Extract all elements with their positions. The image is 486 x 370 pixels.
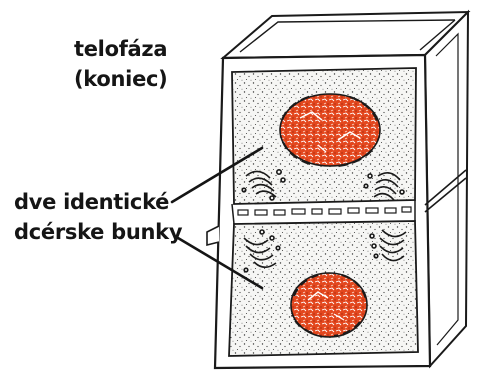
daughter-cells-label-line2: dcérske bunky [14, 217, 182, 247]
phase-label: telofáza (koniec) [74, 34, 167, 94]
phase-label-line2: (koniec) [74, 64, 167, 94]
upper-nucleus [280, 94, 380, 166]
daughter-cells-label-line1: dve identické [14, 187, 182, 217]
lower-nucleus [291, 273, 367, 337]
phase-label-line1: telofáza [74, 34, 167, 64]
daughter-cells-label: dve identické dcérske bunky [14, 187, 182, 247]
